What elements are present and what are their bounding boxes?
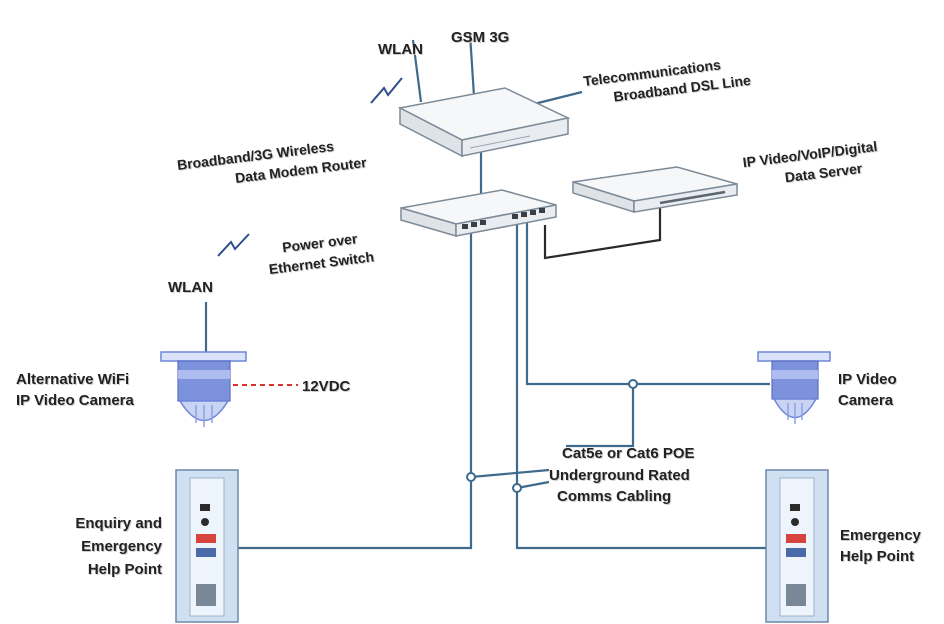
camera-mount	[757, 351, 831, 362]
help-point-sign	[196, 548, 216, 557]
switch-ports	[462, 208, 545, 229]
emergency-cable	[515, 222, 766, 550]
label-cable-line3: Comms Cabling	[557, 488, 671, 505]
switch-port	[480, 220, 486, 225]
label-wifi-camera-line1: Alternative WiFi	[16, 371, 129, 388]
camera-band	[772, 370, 818, 379]
junction-nodes	[466, 379, 638, 493]
poe-switch	[400, 189, 557, 237]
label-gsm: GSM 3G	[451, 29, 509, 46]
wireless-symbols	[217, 77, 403, 257]
switch-port	[512, 214, 518, 219]
router-side	[461, 117, 569, 157]
help-point-grille	[786, 584, 806, 606]
switch-port	[462, 224, 468, 229]
label-wlan-left: WLAN	[168, 279, 213, 296]
switch-server-link	[543, 205, 662, 260]
help-point-sign	[196, 534, 216, 543]
label-enquiry-line2: Emergency	[81, 538, 163, 555]
cable-callout-a	[470, 468, 550, 479]
help-point-grille	[196, 584, 216, 606]
ip-video-camera	[757, 351, 831, 424]
cables	[204, 33, 770, 550]
camera-mount	[160, 351, 247, 362]
camera-body	[771, 360, 819, 400]
label-router: Broadband/3G Wireless Data Modem Router	[176, 138, 368, 186]
label-poe: Power over Ethernet Switch	[268, 230, 375, 277]
label-ipcamera-line1: IP Video	[838, 371, 897, 388]
switch-port	[539, 208, 545, 213]
label-cable-line1: Cat5e or Cat6 POE	[562, 445, 695, 462]
help-point-button-icon	[791, 518, 799, 526]
junction-node	[512, 483, 522, 493]
wifi-ip-camera	[160, 351, 247, 427]
label-emergency-line1: Emergency	[840, 527, 922, 544]
label-wlan-top: WLAN	[378, 41, 423, 58]
label-telecom: Telecommunications Broadband DSL Line	[582, 56, 751, 104]
label-enquiry-line1: Enquiry and	[75, 515, 162, 532]
emergency-help-point	[765, 469, 829, 623]
cable-callout-b	[516, 480, 550, 490]
enquiry-cable	[237, 226, 473, 550]
enquiry-help-point	[175, 469, 239, 623]
router-antenna-gsm	[468, 33, 476, 97]
camera-band	[178, 370, 230, 379]
modem-router	[397, 87, 571, 158]
help-point-speaker	[790, 504, 800, 511]
junction-node	[628, 379, 638, 389]
label-cable-line2: Underground Rated	[549, 467, 690, 484]
camera-body	[177, 360, 231, 402]
data-server	[572, 166, 738, 214]
junction-node	[466, 472, 476, 482]
label-emergency-line2: Help Point	[840, 548, 914, 565]
help-point-button-icon	[201, 518, 209, 526]
help-point-sign	[786, 534, 806, 543]
label-12vdc: 12VDC	[302, 378, 351, 395]
wireless-icon	[217, 233, 250, 257]
switch-port	[521, 212, 527, 217]
label-enquiry-line3: Help Point	[88, 561, 162, 578]
router-antenna-wlan	[411, 39, 423, 103]
wireless-icon	[370, 77, 403, 104]
server-bay	[659, 190, 726, 205]
label-wifi-camera-line2: IP Video Camera	[16, 392, 134, 409]
help-point-speaker	[200, 504, 210, 511]
label-ipcamera-line2: Camera	[838, 392, 894, 409]
label-server: IP Video/VoIP/Digital Data Server	[742, 138, 878, 185]
cable-callout	[566, 384, 635, 448]
dsl-line	[529, 90, 583, 107]
switch-port	[530, 210, 536, 215]
router-led-strip	[469, 135, 531, 149]
ipcamera-cable	[525, 222, 770, 386]
switch-port	[471, 222, 477, 227]
help-point-sign	[786, 548, 806, 557]
